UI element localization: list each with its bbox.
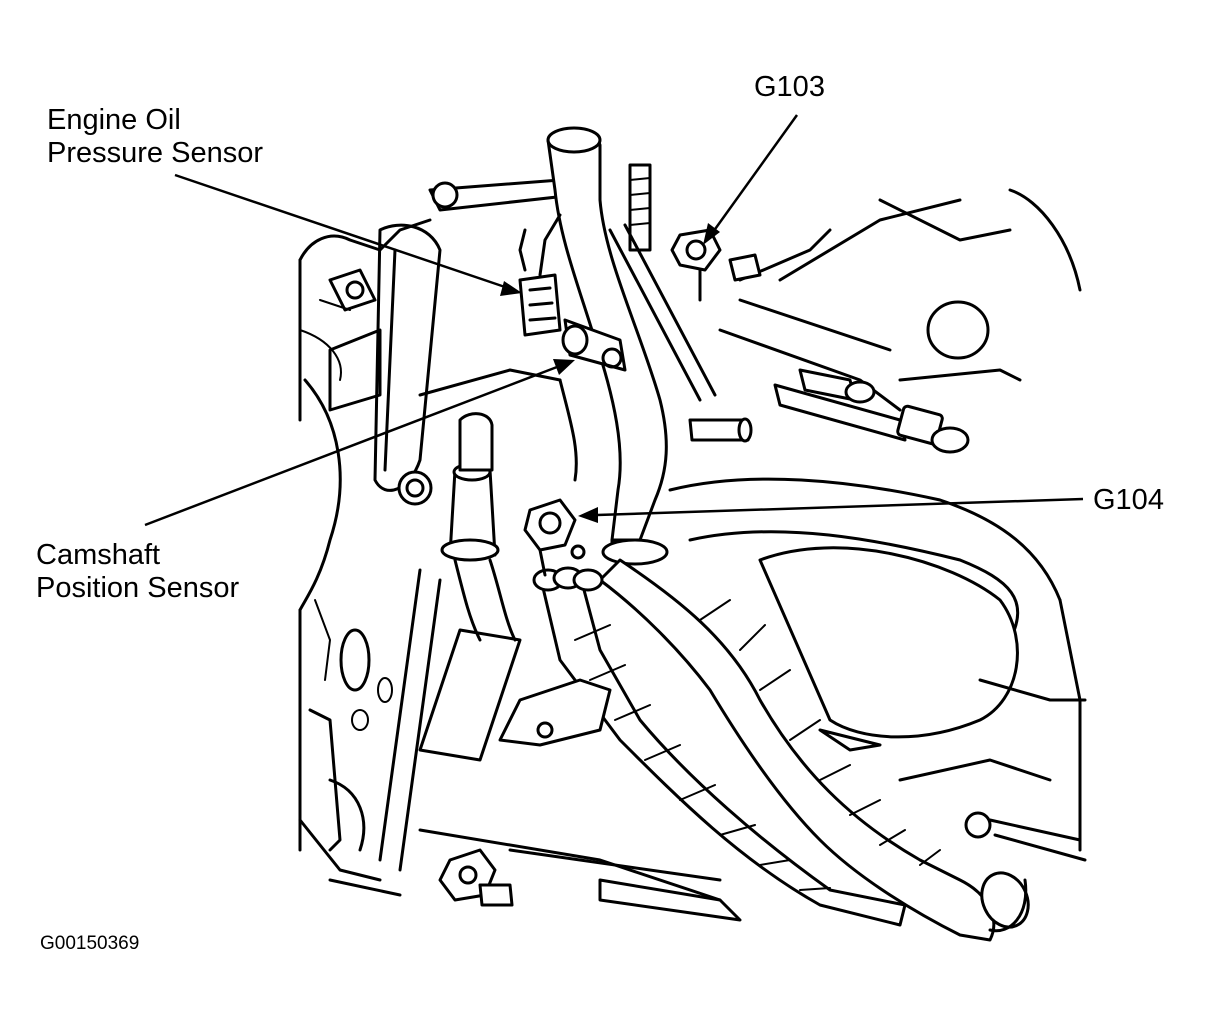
g103-bolt [670,228,722,302]
wiring-harness-lower [498,566,907,927]
g103-arrowhead [703,223,720,245]
leader-lines [144,114,1084,527]
engine-oil-pressure-sensor-label: Engine Oil Pressure Sensor [47,104,263,170]
camshaft-position-sensor-label: Camshaft Position Sensor [36,539,239,605]
engine-oil-label-line2: Pressure Sensor [47,137,263,169]
camshaft-sensor-arrowhead [553,359,575,375]
engine-oil-pressure-sensor [518,213,562,337]
g103-leader [711,114,799,233]
camshaft-label-line1: Camshaft [36,539,161,571]
g104-bolt [523,498,586,577]
left-hose [440,412,517,642]
oil-sensor-arrowhead [500,281,522,296]
engine-block [298,218,432,882]
camshaft-sensor-leader [144,365,558,527]
g104-leader [596,497,1084,517]
g104-arrowhead [578,507,598,523]
camshaft-label-line2: Position Sensor [36,572,240,604]
lower-frame [328,568,722,907]
figure-id: G00150369 [40,933,140,954]
valve-cover [328,172,586,506]
fittings-right [688,368,970,454]
camshaft-position-sensor [558,318,627,482]
wiring-harness-main [598,558,1030,942]
oil-sensor-leader [174,173,506,289]
engine-oil-label-line1: Engine Oil [47,104,181,136]
transmission-housing [668,188,1087,862]
upper-wire-looms [608,163,832,402]
g104-label: G104 [1093,484,1164,516]
g103-label: G103 [754,71,825,103]
